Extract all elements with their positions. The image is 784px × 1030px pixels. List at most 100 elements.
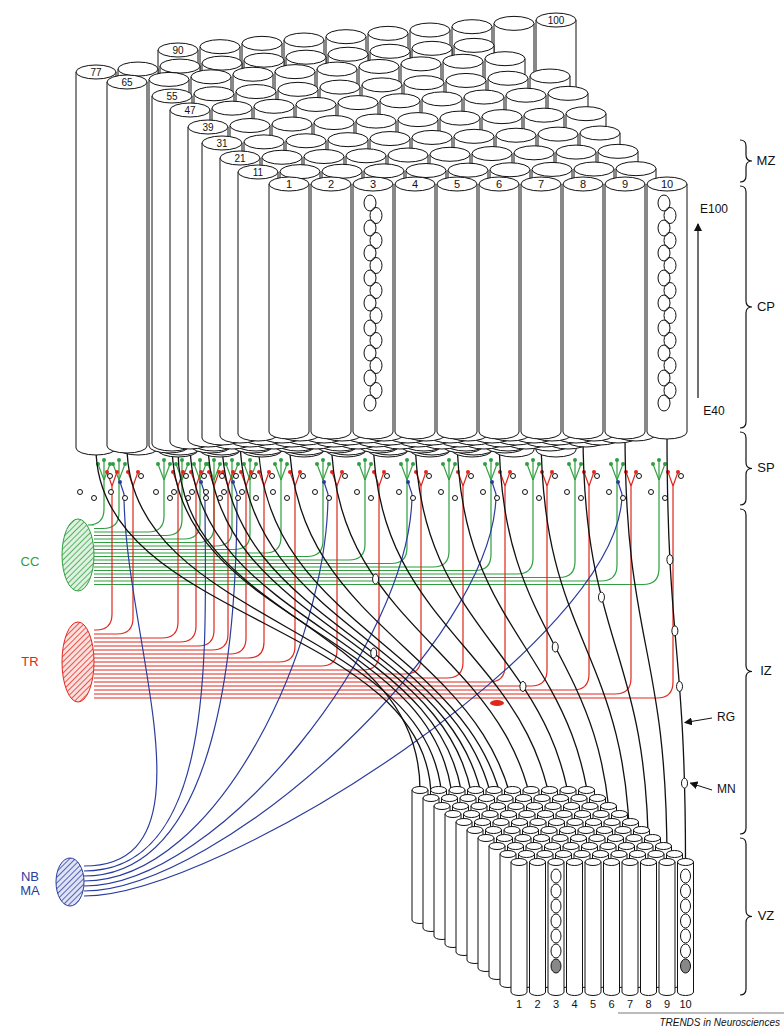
proliferative-unit-top (593, 811, 609, 818)
cc-terminal (248, 458, 252, 462)
tr-branch (337, 472, 342, 486)
cc-terminal (609, 462, 613, 466)
subplate-cell (92, 496, 97, 501)
ontogenetic-column-top (395, 177, 435, 191)
cc-terminal (254, 462, 258, 466)
ontogenetic-column-top (496, 128, 536, 142)
cc-terminal (174, 462, 178, 466)
tr-branch (379, 472, 384, 486)
tr-fiber (94, 486, 264, 658)
ontogenetic-column-top (494, 16, 534, 30)
subplate-cell (168, 496, 173, 501)
migrated-neuron (664, 333, 676, 349)
ontogenetic-column-top (563, 177, 603, 191)
migrated-neuron (658, 320, 670, 336)
ontogenetic-column-top (430, 147, 470, 161)
column-number: 77 (90, 67, 101, 78)
cc-branch (364, 460, 365, 480)
cc-branch (448, 460, 449, 480)
cc-terminal (579, 462, 583, 466)
column-number: 31 (216, 138, 227, 149)
ontogenetic-column-top (472, 147, 512, 161)
proliferative-unit-top (456, 819, 472, 826)
pathway-label: TR (21, 655, 38, 669)
ontogenetic-column-top (244, 53, 284, 67)
ontogenetic-column-top (338, 96, 378, 110)
ontogenetic-column-top (506, 88, 546, 102)
ontogenetic-column-top (188, 120, 228, 134)
migrated-neuron (364, 320, 376, 336)
tr-terminal (424, 470, 428, 474)
subplate-cell (427, 474, 432, 479)
progenitor-cell (551, 899, 561, 913)
ontogenetic-column-top (284, 33, 324, 47)
tr-fiber (94, 486, 133, 634)
tr-terminal (267, 470, 271, 474)
cc-bundle (62, 519, 94, 591)
cc-branch (323, 464, 329, 480)
subplate-cell (523, 490, 528, 495)
ontogenetic-column-top (521, 177, 561, 191)
column-number: 5 (454, 178, 460, 190)
unit-number: 5 (590, 998, 596, 1010)
cc-terminal (405, 458, 409, 462)
proliferative-unit-top (519, 811, 535, 818)
progenitor-cell (681, 944, 691, 958)
tr-terminal (508, 470, 512, 474)
ontogenetic-column-top (443, 54, 483, 68)
proliferative-unit-top (548, 859, 564, 866)
migrated-neuron (364, 345, 376, 361)
subplate-cell (411, 496, 416, 501)
proliferative-unit-top (622, 859, 638, 866)
cc-branch (443, 464, 449, 480)
cc-branch (401, 464, 407, 480)
radial-glial-fiber (667, 432, 686, 862)
cc-branch (407, 464, 413, 480)
ontogenetic-column-top (548, 86, 588, 100)
subplate-cell (301, 474, 306, 479)
ontogenetic-column-top (107, 75, 147, 89)
cc-terminal (186, 462, 190, 466)
age-label: E40 (703, 405, 724, 418)
radial-glial-fiber (240, 436, 497, 846)
proliferative-unit-top (645, 835, 661, 842)
leader-arrow (691, 783, 712, 790)
ontogenetic-column-top (536, 13, 576, 27)
cc-branch (611, 464, 617, 480)
cc-branch (158, 464, 164, 480)
tr-fiber (94, 486, 246, 654)
tr-fiber (94, 486, 505, 682)
ontogenetic-column-top (160, 59, 200, 73)
ontogenetic-column (521, 184, 561, 439)
proliferative-unit-top (434, 803, 450, 810)
nb-terminal (231, 480, 235, 484)
cc-terminal (230, 458, 234, 462)
proliferative-unit (548, 862, 564, 996)
proliferative-unit (567, 862, 583, 996)
tr-fiber (94, 486, 463, 678)
proliferative-unit-top (486, 787, 502, 794)
cc-branch (317, 464, 323, 480)
tr-branch (133, 472, 138, 486)
proliferative-unit-top (541, 827, 557, 834)
migrated-neuron (658, 370, 670, 386)
ontogenetic-column (395, 184, 435, 439)
radial-glial-fiber (127, 446, 442, 806)
migrated-neuron (364, 295, 376, 311)
ontogenetic-column-top (422, 92, 462, 106)
proliferative-unit-top (471, 803, 487, 810)
radial-glial-fiber (625, 432, 667, 862)
cc-branch (200, 464, 206, 480)
cc-terminal (525, 462, 529, 466)
cc-terminal (657, 458, 661, 462)
ontogenetic-column-top (401, 57, 441, 71)
progenitor-cell (681, 929, 691, 943)
proliferative-unit-top (608, 835, 624, 842)
proliferative-unit (659, 862, 675, 996)
ontogenetic-column-top (364, 164, 404, 178)
proliferative-unit-top (523, 827, 539, 834)
migrating-neuron (677, 681, 683, 691)
subplate-cell (270, 474, 275, 479)
cc-terminal (212, 458, 216, 462)
proliferative-unit-top (442, 795, 458, 802)
